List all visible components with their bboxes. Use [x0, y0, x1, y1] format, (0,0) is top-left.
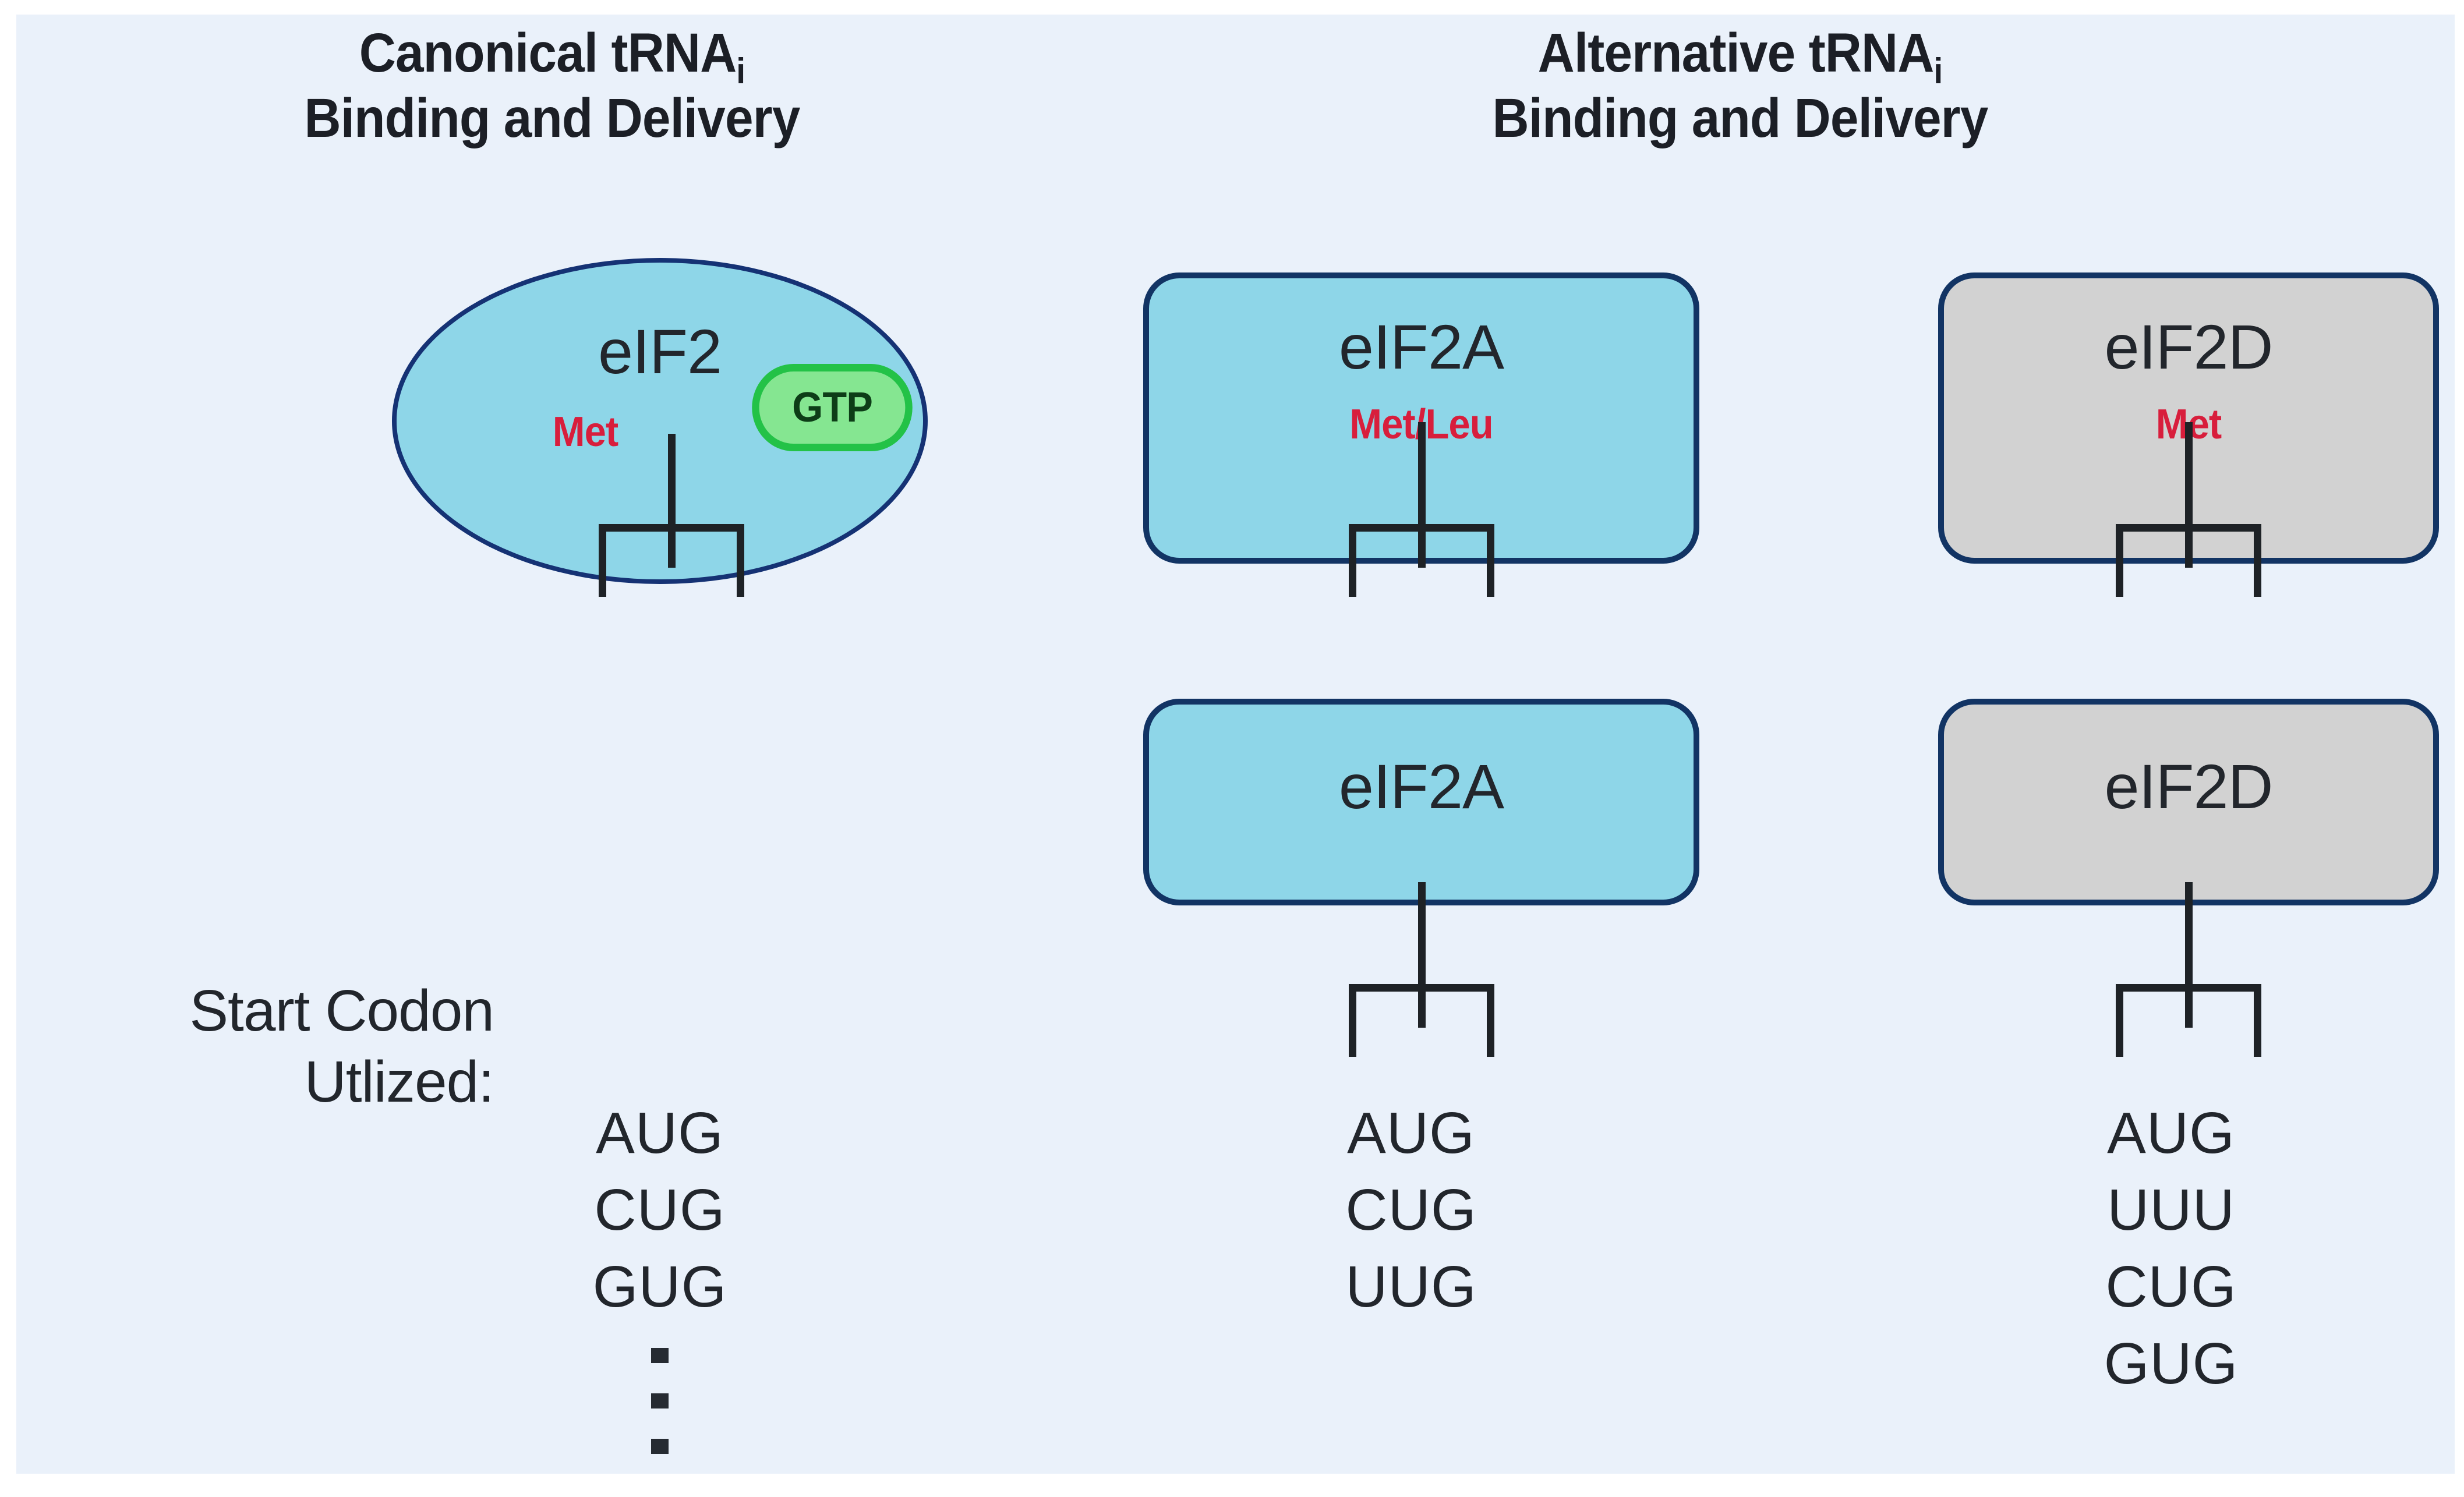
- factor-eif2-name: eIF2: [598, 316, 722, 387]
- codon-column-eif2d: AUG UUU CUG GUG: [2049, 1095, 2293, 1402]
- trna-glyph-eif2: [599, 434, 744, 597]
- codon-item: AUG: [2107, 1100, 2235, 1166]
- start-codon-label: Start Codon Utlized:: [16, 975, 494, 1117]
- trna-prong-left: [2116, 524, 2123, 597]
- heading-canonical: Canonical tRNAi Binding and Delivery: [236, 20, 868, 151]
- trna-prong-left: [599, 524, 606, 597]
- gtp-badge: GTP: [752, 364, 913, 451]
- trna-glyph-eif2a-row1: [1349, 422, 1494, 597]
- factor-eif2a-row2: eIF2A: [1143, 699, 1699, 905]
- heading-canonical-subscript: i: [736, 51, 745, 91]
- ellipsis-dot: [651, 1439, 669, 1454]
- trna-prong-left: [2116, 984, 2123, 1057]
- factor-eif2a-row1-name: eIF2A: [1338, 312, 1504, 382]
- trna-crossbar: [2116, 984, 2261, 992]
- heading-canonical-line1: Canonical tRNA: [359, 22, 737, 84]
- trna-stem: [2185, 422, 2193, 568]
- figure-canvas: Canonical tRNAi Binding and Delivery Alt…: [16, 15, 2455, 1474]
- codon-item: CUG: [1345, 1177, 1477, 1243]
- trna-glyph-eif2a-row2: [1349, 882, 1494, 1057]
- trna-prong-left: [1349, 524, 1356, 597]
- trna-stem: [668, 434, 676, 568]
- factor-eif2d-row2-name: eIF2D: [2104, 751, 2273, 822]
- heading-alternative: Alternative tRNAi Binding and Delivery: [1322, 20, 2158, 151]
- heading-alternative-line2: Binding and Delivery: [1492, 87, 1989, 150]
- trna-stem: [2185, 882, 2193, 1028]
- codon-column-eif2a: AUG CUG UUG: [1289, 1095, 1533, 1325]
- trna-stem: [1418, 422, 1426, 568]
- gtp-label: GTP: [792, 384, 873, 431]
- ellipsis-dot: [651, 1348, 669, 1363]
- factor-eif2d-row2: eIF2D: [1938, 699, 2439, 905]
- trna-glyph-eif2d-row2: [2116, 882, 2261, 1057]
- trna-crossbar: [1349, 524, 1494, 532]
- ellipsis-dot: [651, 1393, 669, 1408]
- codon-ellipsis-icon: [651, 1348, 669, 1474]
- factor-eif2a-row2-name: eIF2A: [1338, 751, 1504, 822]
- codon-item: AUG: [1347, 1100, 1475, 1166]
- factor-eif2d-row1-name: eIF2D: [2104, 312, 2273, 382]
- heading-alternative-line1: Alternative tRNA: [1537, 22, 1935, 84]
- codon-item: GUG: [592, 1254, 727, 1319]
- codon-item: GUG: [2104, 1331, 2239, 1396]
- codon-item: CUG: [2105, 1254, 2237, 1319]
- codon-item: AUG: [596, 1100, 724, 1166]
- trna-prong-right: [2254, 524, 2261, 597]
- start-codon-label-line1: Start Codon: [189, 978, 494, 1043]
- trna-stem: [1418, 882, 1426, 1028]
- trna-prong-left: [1349, 984, 1356, 1057]
- trna-prong-right: [1487, 524, 1494, 597]
- factor-eif2-amino-acid: Met: [552, 409, 618, 455]
- trna-glyph-eif2d-row1: [2116, 422, 2261, 597]
- trna-prong-right: [1487, 984, 1494, 1057]
- codon-item: CUG: [594, 1177, 726, 1243]
- trna-crossbar: [1349, 984, 1494, 992]
- start-codon-label-line2: Utlized:: [304, 1049, 494, 1114]
- codon-item: UUG: [1345, 1254, 1477, 1319]
- heading-alternative-subscript: i: [1933, 51, 1943, 91]
- heading-canonical-line2: Binding and Delivery: [304, 87, 801, 150]
- trna-crossbar: [2116, 524, 2261, 532]
- codon-item: UUU: [2107, 1177, 2235, 1243]
- trna-prong-right: [2254, 984, 2261, 1057]
- trna-crossbar: [599, 524, 744, 532]
- codon-column-canonical: AUG CUG GUG: [538, 1095, 782, 1325]
- trna-prong-right: [737, 524, 744, 597]
